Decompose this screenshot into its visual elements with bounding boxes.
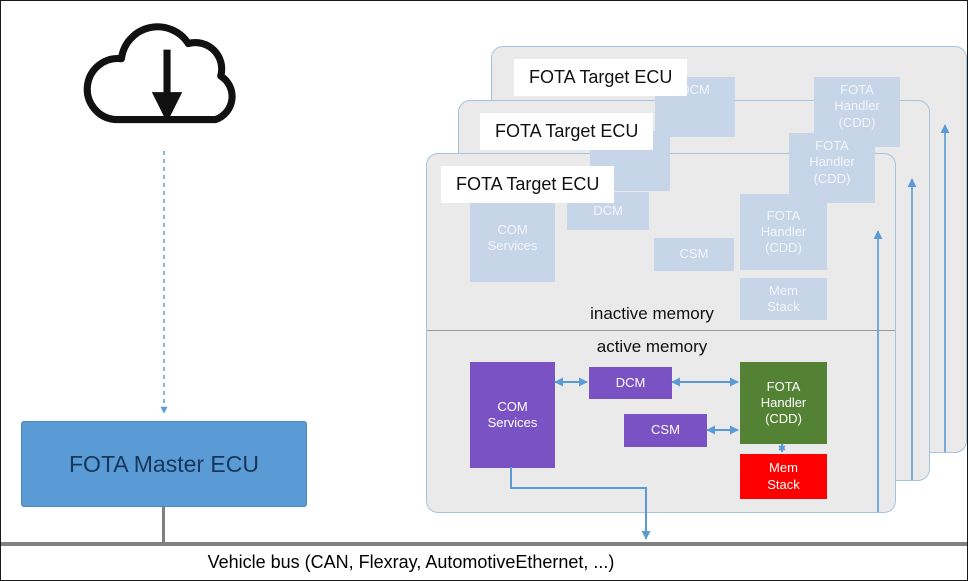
module-csm-inactive: CSM <box>654 238 734 271</box>
vehicle-bus-label: Vehicle bus (CAN, Flexray, AutomotiveEth… <box>207 552 615 572</box>
card-title: FOTA Target ECU <box>441 166 615 203</box>
target-ecu-card-front: COM Services DCM CSM FOTA Handler (CDD) … <box>426 153 896 513</box>
inactive-memory-label: inactive memory <box>590 304 714 323</box>
cloud-download-icon <box>83 23 236 124</box>
card-title: FOTA Target ECU <box>514 59 688 96</box>
module-dcm-active: DCM <box>589 367 672 399</box>
fota-master-ecu-node: FOTA Master ECU <box>21 421 307 507</box>
card-title: FOTA Target ECU <box>480 113 654 150</box>
vehicle-bus-line <box>1 542 967 546</box>
module-com-services-inactive: COM Services <box>470 194 555 282</box>
module-fota-handler-inactive: FOTA Handler (CDD) <box>789 133 875 203</box>
master-to-bus-connector <box>162 507 165 543</box>
memory-divider <box>427 330 895 331</box>
module-com-services-active: COM Services <box>470 362 555 468</box>
module-csm-active: CSM <box>624 414 707 447</box>
module-fota-handler-active: FOTA Handler (CDD) <box>740 362 827 444</box>
active-memory-label: active memory <box>596 337 708 356</box>
module-fota-handler-inactive: FOTA Handler (CDD) <box>740 194 827 270</box>
module-mem-stack-inactive: Mem Stack <box>740 278 827 320</box>
module-mem-stack-active: Mem Stack <box>740 454 827 499</box>
